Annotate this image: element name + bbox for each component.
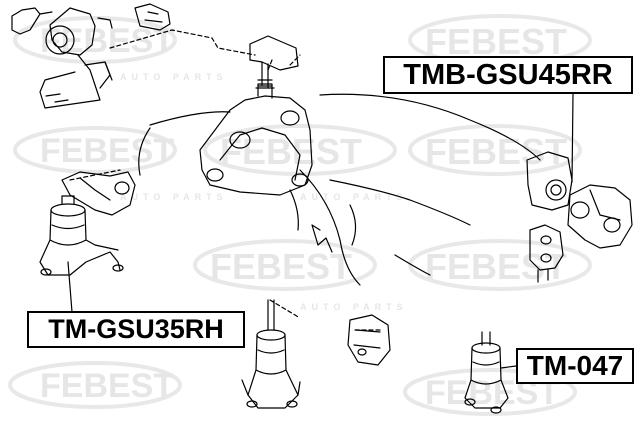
stud-bracket <box>249 35 299 89</box>
leader-dashed <box>69 29 381 331</box>
bottom-center-mount <box>241 299 301 409</box>
watermark-brand: FEBEST <box>40 367 174 405</box>
center-mount-bracket <box>199 83 313 196</box>
right-engine-mount <box>39 195 124 313</box>
front-engine-mount <box>464 331 517 414</box>
top-left-bracket <box>11 7 113 109</box>
watermark-brand: FEBEST <box>425 131 567 172</box>
watermark-brand: FEBEST <box>220 131 362 172</box>
watermark-brand: FEBEST <box>425 246 567 287</box>
engine-outline-detail <box>289 189 357 246</box>
watermark-3: FEBEST <box>13 126 177 174</box>
watermark-brand: FEBEST <box>40 132 174 170</box>
watermark-brand: FEBEST <box>425 21 567 62</box>
watermark-tagline: AUTO PARTS <box>300 302 408 312</box>
label-front-mount: TM-047 <box>516 348 634 384</box>
right-side-bracket <box>567 184 633 249</box>
watermark-6: FEBEST <box>193 239 377 291</box>
right-lower-bracket <box>529 224 564 283</box>
top-center-bracket <box>134 3 171 31</box>
watermark-7: FEBEST <box>408 239 592 291</box>
label-right-mount: TM-GSU35RH <box>27 311 245 348</box>
watermark-brand: FEBEST <box>210 246 352 287</box>
watermark-tagline: AUTO PARTS <box>120 192 228 202</box>
engine-outline <box>138 93 541 286</box>
watermark-5: FEBEST <box>408 124 582 176</box>
watermark-tagline: AUTO PARTS <box>120 72 228 82</box>
watermark-8: FEBEST <box>8 361 182 409</box>
center-lower-bracket <box>347 314 391 366</box>
rear-mount-bushing <box>526 93 574 211</box>
label-rear-mount: TMB-GSU45RR <box>383 56 633 94</box>
watermark-tagline: AUTO PARTS <box>300 192 408 202</box>
watermark-4: FEBEST <box>203 124 397 176</box>
left-upper-bracket <box>61 171 136 216</box>
